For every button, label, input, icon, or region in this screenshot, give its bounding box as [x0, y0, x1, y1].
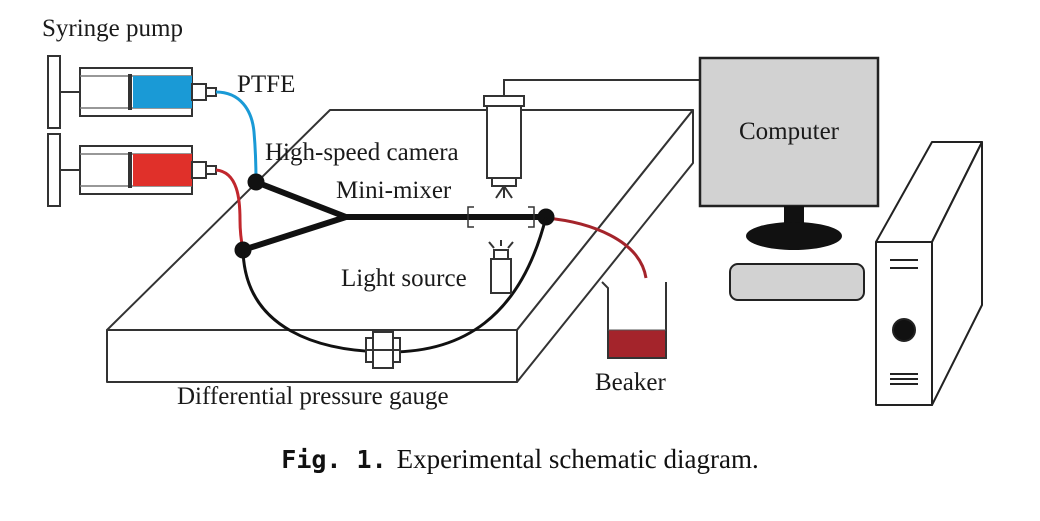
figure-caption: Fig. 1. Experimental schematic diagram. [0, 444, 1040, 475]
experimental-schematic: Syringe pump PTFE High-speed camera Mini… [42, 15, 983, 410]
tube-blue [215, 90, 258, 183]
computer-tower [875, 141, 983, 406]
label-light-source: Light source [341, 265, 467, 292]
label-mini-mixer: Mini-mixer [336, 177, 452, 204]
syringe-top [47, 55, 217, 129]
figure-number: Fig. 1. [281, 445, 387, 474]
red-fluid [133, 154, 192, 186]
computer-monitor [698, 56, 880, 250]
tube-red-outlet [545, 216, 648, 279]
camera-cable [503, 79, 700, 96]
figure-caption-text: Experimental schematic diagram. [396, 444, 759, 474]
keyboard [729, 263, 865, 301]
beaker [601, 281, 667, 359]
blue-fluid [133, 76, 192, 108]
high-speed-camera [483, 95, 525, 199]
pressure-gauge [365, 331, 401, 369]
tube-red-inlet [215, 168, 245, 251]
label-differential-pressure-gauge: Differential pressure gauge [177, 383, 449, 410]
light-source [488, 240, 514, 294]
label-beaker: Beaker [595, 369, 666, 396]
mini-mixer [234, 173, 555, 259]
syringe-bottom [47, 133, 217, 207]
label-syringe-pump: Syringe pump [42, 15, 183, 42]
label-high-speed-camera: High-speed camera [265, 139, 459, 166]
observation-window [467, 206, 535, 228]
label-computer: Computer [739, 118, 840, 145]
label-ptfe: PTFE [237, 71, 295, 98]
